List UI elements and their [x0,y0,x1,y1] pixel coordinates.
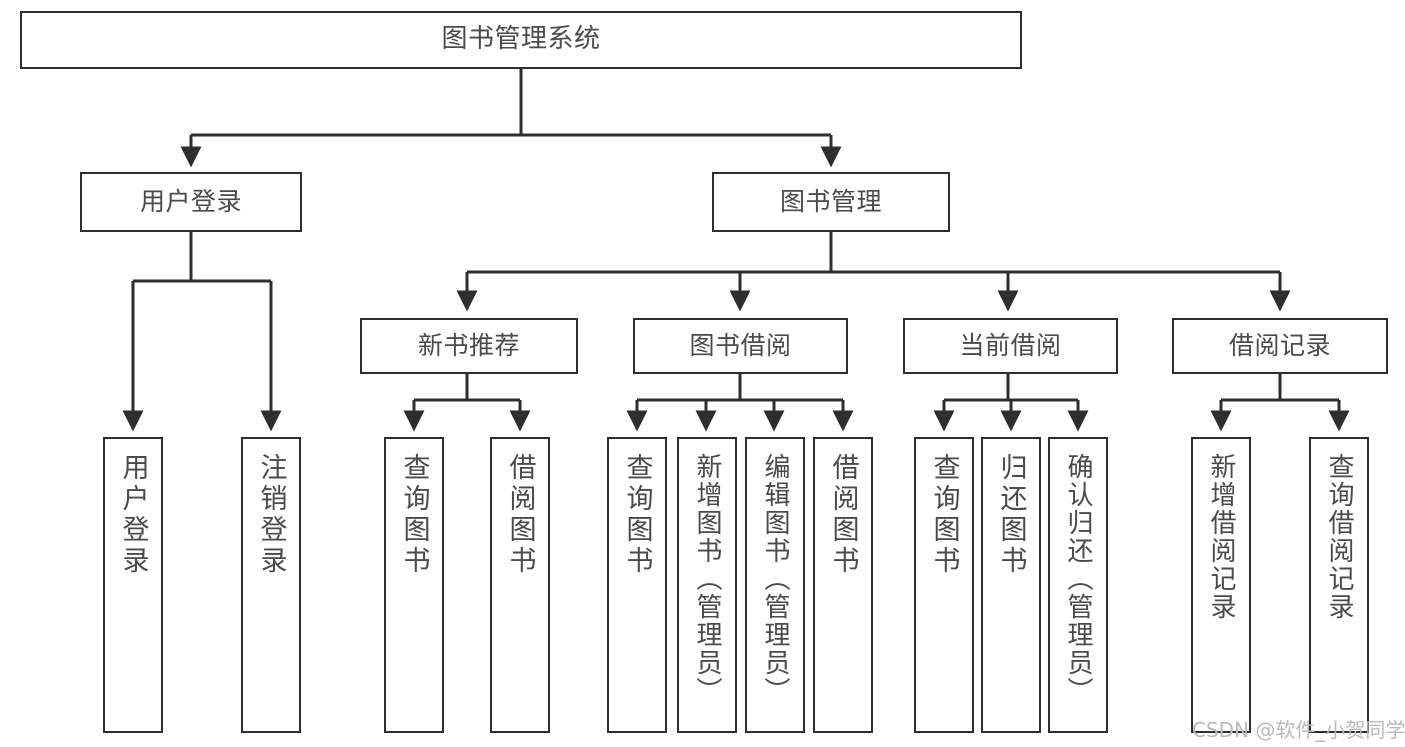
node-borrow-record-label: 借阅记录 [1228,331,1331,360]
node-leaf-query-book-1-label: 查询图书 [398,453,430,577]
node-book-management-label: 图书管理 [779,187,882,216]
node-user-login[interactable]: 用户登录 [80,172,302,232]
node-new-book-recommend-label: 新书推荐 [417,331,520,360]
node-leaf-return-book-label: 归还图书 [995,453,1027,577]
node-borrow-record[interactable]: 借阅记录 [1172,318,1388,374]
node-leaf-query-book-3[interactable]: 查询图书 [914,437,974,733]
node-leaf-borrow-book-2-label: 借阅图书 [827,453,859,577]
node-leaf-query-book-2-label: 查询图书 [621,453,653,577]
node-current-borrow[interactable]: 当前借阅 [903,318,1118,374]
node-leaf-edit-book[interactable]: 编辑图书（管理员） [745,437,805,733]
node-leaf-confirm-return-label: 确认归还（管理员） [1063,453,1093,705]
node-leaf-logout-login-label: 注销登录 [255,453,287,577]
node-leaf-edit-book-label: 编辑图书（管理员） [760,453,790,705]
node-leaf-query-book-1[interactable]: 查询图书 [384,437,444,733]
node-leaf-query-record[interactable]: 查询借阅记录 [1309,437,1369,733]
node-leaf-add-record[interactable]: 新增借阅记录 [1191,437,1251,733]
node-book-borrow-label: 图书借阅 [689,331,792,360]
node-current-borrow-label: 当前借阅 [959,331,1062,360]
node-leaf-query-book-2[interactable]: 查询图书 [607,437,667,733]
node-user-login-label: 用户登录 [139,187,242,216]
node-leaf-return-book[interactable]: 归还图书 [981,437,1041,733]
node-leaf-add-book[interactable]: 新增图书（管理员） [677,437,737,733]
node-leaf-add-record-label: 新增借阅记录 [1206,453,1236,621]
node-leaf-borrow-book-2[interactable]: 借阅图书 [813,437,873,733]
node-book-borrow[interactable]: 图书借阅 [633,318,848,374]
node-leaf-user-login[interactable]: 用户登录 [103,437,163,733]
node-leaf-borrow-book-1[interactable]: 借阅图书 [490,437,550,733]
node-root-label: 图书管理系统 [441,24,601,55]
node-book-management[interactable]: 图书管理 [712,172,950,232]
node-leaf-user-login-label: 用户登录 [117,453,149,577]
node-leaf-query-book-3-label: 查询图书 [928,453,960,577]
node-leaf-add-book-label: 新增图书（管理员） [692,453,722,705]
node-leaf-query-record-label: 查询借阅记录 [1324,453,1354,621]
node-root-book-management-system[interactable]: 图书管理系统 [20,11,1022,69]
node-leaf-logout-login[interactable]: 注销登录 [241,437,301,733]
node-new-book-recommend[interactable]: 新书推荐 [360,318,578,374]
node-leaf-confirm-return[interactable]: 确认归还（管理员） [1048,437,1108,733]
csdn-watermark: CSDN @软件_小贺同学 [1192,718,1405,742]
node-leaf-borrow-book-1-label: 借阅图书 [504,453,536,577]
